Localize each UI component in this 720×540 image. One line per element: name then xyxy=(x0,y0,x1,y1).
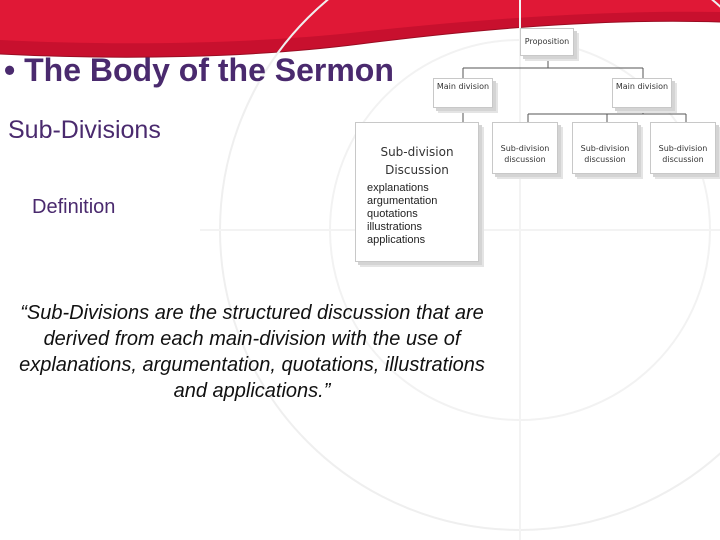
header-swoosh xyxy=(0,0,720,58)
main-division-box-left: Main division xyxy=(433,78,493,108)
slide-title: • The Body of the Sermon xyxy=(4,52,394,88)
subdivision-box-1: Sub-division discussion xyxy=(492,122,558,174)
list-item: illustrations xyxy=(367,221,423,233)
definition-label: Definition xyxy=(32,196,116,218)
list-item: applications xyxy=(367,234,426,246)
proposition-box: Proposition xyxy=(520,28,574,56)
subdivision-box-3: Sub-division discussion xyxy=(650,122,716,174)
subdivision-box-2: Sub-division discussion xyxy=(572,122,638,174)
subdivision-items-list: explanations argumentation quotations il… xyxy=(367,182,437,247)
subdivision-heading: Sub-division xyxy=(380,145,454,159)
main-division-box-right: Main division xyxy=(612,78,672,108)
slide-subtitle: Sub-Divisions xyxy=(8,116,161,144)
list-item: argumentation xyxy=(367,195,438,207)
list-item: quotations xyxy=(367,208,418,220)
subdivision-detail-box: Sub-division Discussion xyxy=(355,122,479,262)
list-item: explanations xyxy=(367,182,429,194)
definition-quote: “Sub-Divisions are the structured discus… xyxy=(19,302,485,402)
subdivision-subheading: Discussion xyxy=(385,163,449,177)
